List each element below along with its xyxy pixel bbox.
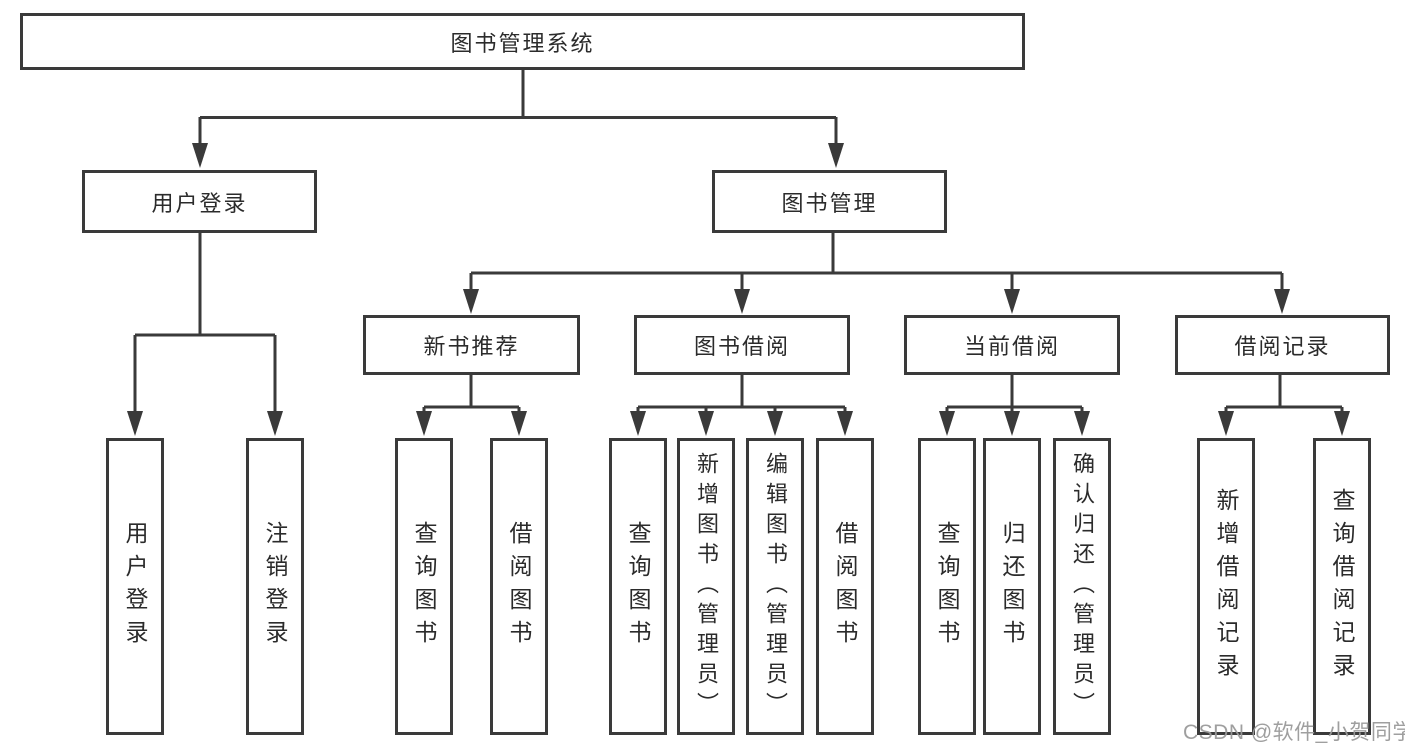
arrowheads xyxy=(127,143,1350,436)
node-new-book-recommend: 新书推荐 xyxy=(363,315,580,375)
node-label: 借阅图书 xyxy=(506,520,532,653)
leaf-query-book-current: 查询图书 xyxy=(918,438,976,735)
node-label: 注销登录 xyxy=(262,520,288,653)
node-label: 确认归还（管理员） xyxy=(1070,451,1095,722)
leaf-add-borrow-record: 新增借阅记录 xyxy=(1197,438,1255,735)
node-label: 新增图书（管理员） xyxy=(694,451,719,722)
node-current-borrow: 当前借阅 xyxy=(904,315,1120,375)
node-label: 用户登录 xyxy=(122,520,148,653)
node-label: 新增借阅记录 xyxy=(1213,487,1239,686)
leaf-borrow-book: 借阅图书 xyxy=(816,438,874,735)
node-borrow-records: 借阅记录 xyxy=(1175,315,1390,375)
node-user-login: 用户登录 xyxy=(82,170,317,233)
leaf-query-book-borrow: 查询图书 xyxy=(609,438,667,735)
node-root-system: 图书管理系统 xyxy=(20,13,1025,70)
leaf-confirm-return-admin: 确认归还（管理员） xyxy=(1053,438,1111,735)
leaf-borrow-book-recommend: 借阅图书 xyxy=(490,438,548,735)
node-label: 借阅记录 xyxy=(1234,334,1331,359)
node-label: 新书推荐 xyxy=(423,334,520,359)
node-label: 查询借阅记录 xyxy=(1329,487,1355,686)
leaf-query-borrow-record: 查询借阅记录 xyxy=(1313,438,1371,735)
leaf-logout-login: 注销登录 xyxy=(246,438,304,735)
node-label: 归还图书 xyxy=(999,520,1025,653)
node-label: 借阅图书 xyxy=(832,520,858,653)
leaf-user-login: 用户登录 xyxy=(106,438,164,735)
node-label: 当前借阅 xyxy=(963,334,1060,359)
node-book-management: 图书管理 xyxy=(712,170,947,233)
node-label: 编辑图书（管理员） xyxy=(763,451,788,722)
node-book-borrow: 图书借阅 xyxy=(634,315,850,375)
node-label: 图书管理系统 xyxy=(450,30,595,56)
node-label: 查询图书 xyxy=(411,520,437,653)
leaf-add-book-admin: 新增图书（管理员） xyxy=(677,438,735,735)
node-label: 用户登录 xyxy=(151,190,248,216)
node-label: 图书借阅 xyxy=(693,334,790,359)
node-label: 查询图书 xyxy=(934,520,960,653)
leaf-return-book: 归还图书 xyxy=(983,438,1041,735)
csdn-watermark: CSDN @软件_小贺同学 xyxy=(1183,721,1405,744)
node-label: 图书管理 xyxy=(781,190,878,216)
leaf-query-book-recommend: 查询图书 xyxy=(395,438,453,735)
leaf-edit-book-admin: 编辑图书（管理员） xyxy=(746,438,804,735)
node-label: 查询图书 xyxy=(625,520,651,653)
